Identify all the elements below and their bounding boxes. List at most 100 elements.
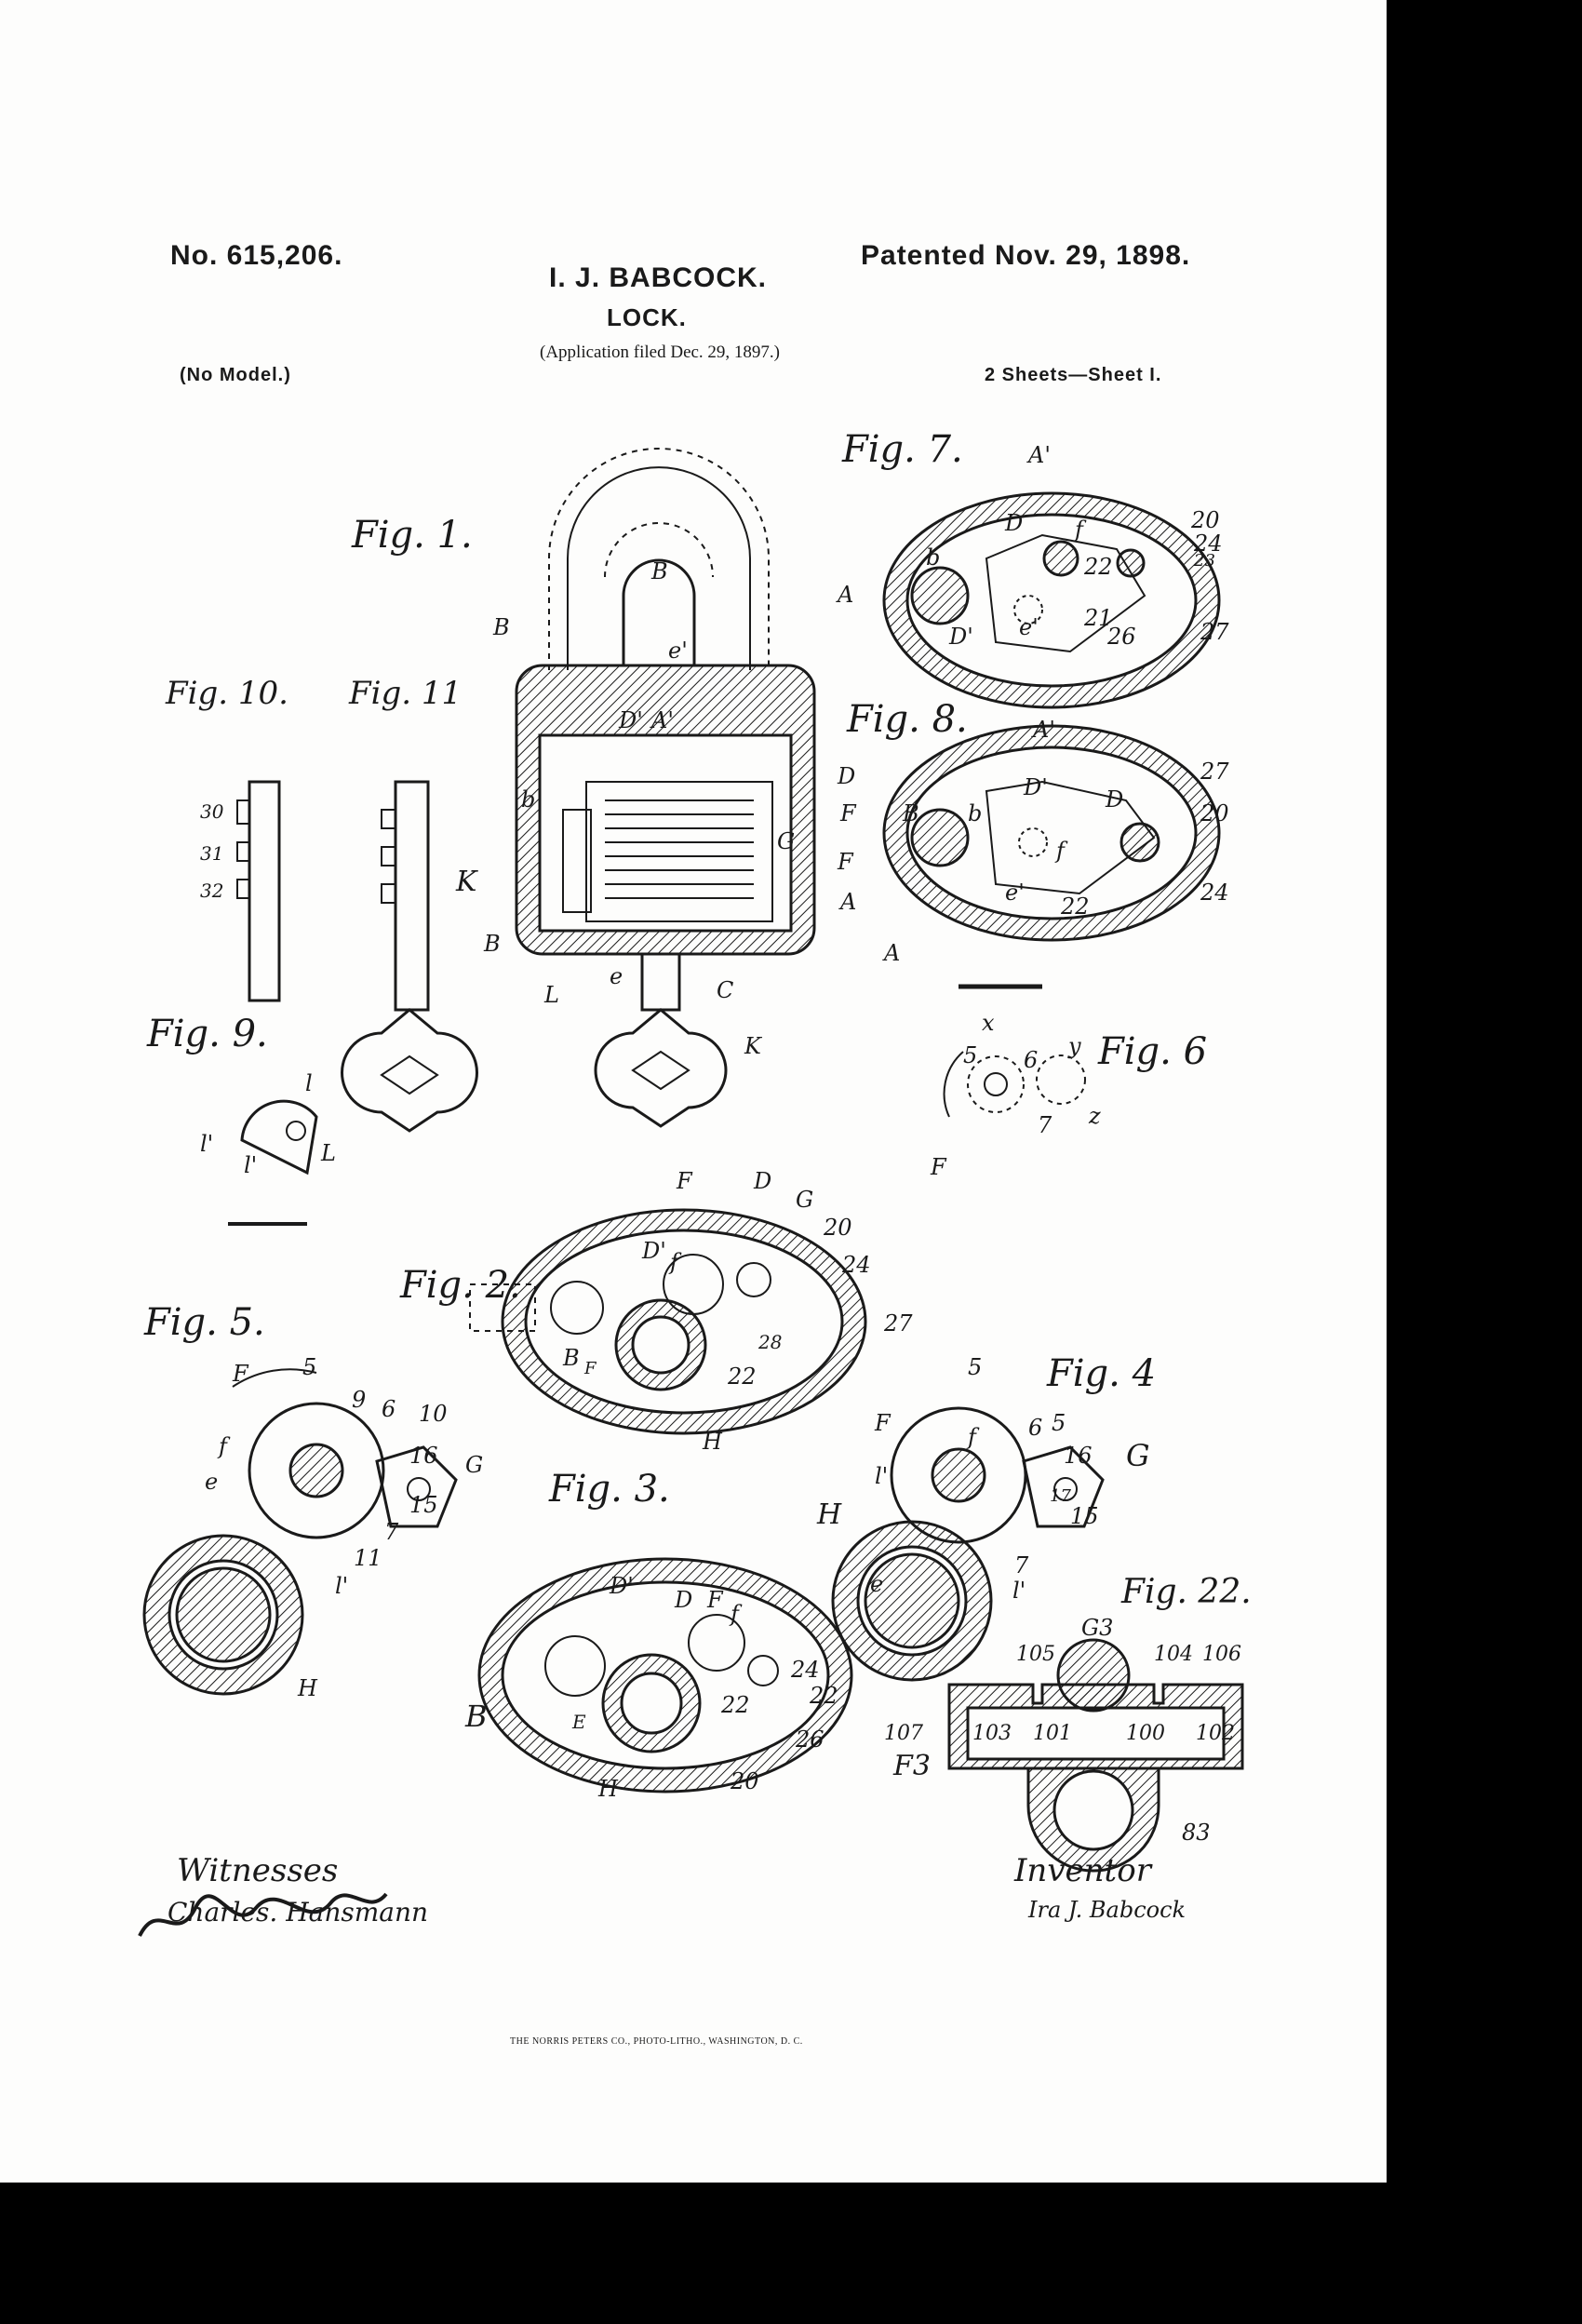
fig9-title: Fig. 9. (147, 1013, 268, 1055)
patented-date: Patented Nov. 29, 1898. (861, 240, 1191, 271)
fig10-title: Fig. 10. (166, 675, 288, 712)
ref-label: 7 (1038, 1112, 1052, 1138)
ref-label: A (884, 940, 901, 966)
ref-label: F (707, 1587, 723, 1613)
scan-border-right (1387, 0, 1582, 2324)
ref-label: G (1126, 1438, 1150, 1473)
ref-label: 24 (1194, 531, 1223, 557)
ref-label: F (677, 1168, 692, 1194)
ref-label: b (521, 786, 536, 813)
ref-label: D (1106, 786, 1124, 813)
ref-label: 7 (1014, 1552, 1029, 1578)
ref-label: L (321, 1140, 336, 1166)
inventor-name: I. J. BABCOCK. (549, 262, 768, 293)
ref-label: A' (1033, 717, 1055, 743)
ref-label: K (456, 866, 477, 898)
ref-label: A' (1028, 442, 1051, 468)
ref-label: 31 (200, 842, 224, 865)
ref-label: H (817, 1498, 842, 1531)
ref-label: 22 (721, 1692, 750, 1718)
ref-label: F (931, 1154, 946, 1180)
inventor-heading: Inventor (1014, 1852, 1151, 1889)
ref-label: B (651, 558, 668, 584)
ref-label: 22 (1061, 893, 1090, 920)
ref-label: G (465, 1452, 484, 1478)
ref-label: l' (244, 1152, 258, 1178)
fig8-section (882, 724, 1221, 989)
ref-label: H (598, 1776, 618, 1802)
ref-label: G (796, 1187, 814, 1213)
ref-label: A (840, 889, 857, 915)
ref-label: A (838, 582, 854, 608)
ref-label: C (717, 977, 734, 1003)
ref-label: 32 (200, 880, 224, 902)
ref-label: e (610, 963, 623, 989)
ref-label: 26 (1107, 624, 1136, 650)
fig11-key (341, 780, 478, 1133)
ref-label: 5 (302, 1354, 317, 1380)
witnesses-heading: Witnesses (177, 1852, 339, 1889)
ref-label: 15 (1070, 1503, 1099, 1529)
ref-label: 6 (1028, 1415, 1043, 1441)
ref-label: l' (1012, 1578, 1026, 1604)
ref-label: 28 (758, 1331, 783, 1353)
ref-label: D (675, 1587, 693, 1613)
ref-label: f (1075, 517, 1083, 543)
fig22-title: Fig. 22. (1121, 1573, 1252, 1611)
ref-label: e' (1019, 614, 1039, 640)
ref-label: 22 (728, 1364, 757, 1390)
fig7-section (882, 491, 1221, 709)
ref-label: F (875, 1410, 891, 1436)
fig9-detail (228, 1099, 318, 1226)
model-note: (No Model.) (180, 365, 291, 385)
ref-label: 17 (1050, 1486, 1071, 1506)
fig6-title: Fig. 6 (1098, 1030, 1208, 1073)
ref-label: 24 (791, 1657, 820, 1683)
ref-label: D (754, 1168, 772, 1194)
ref-label: 27 (1200, 619, 1229, 645)
ref-label: l' (200, 1131, 214, 1157)
ref-label: f (1056, 838, 1065, 864)
ref-label: F (233, 1361, 248, 1387)
ref-label: l' (335, 1573, 349, 1599)
ref-label: 24 (842, 1252, 871, 1278)
printer-imprint: THE NORRIS PETERS CO., PHOTO-LITHO., WAS… (510, 2036, 803, 2047)
ref-label: b (968, 800, 983, 826)
fig3-title: Fig. 3. (549, 1468, 670, 1511)
ref-label: F (584, 1359, 597, 1378)
witness-signature-scribble (138, 1892, 388, 1937)
patent-title: LOCK. (607, 303, 687, 331)
ref-label: F (840, 800, 856, 826)
ref-label: e (870, 1571, 884, 1597)
application-filed: (Application filed Dec. 29, 1897.) (540, 343, 781, 362)
ref-label: 30 (200, 800, 224, 823)
ref-label: D (838, 763, 856, 789)
ref-label: 106 (1202, 1643, 1241, 1666)
ref-label: f (731, 1601, 739, 1627)
ref-label: 5 (963, 1042, 978, 1068)
fig8-title: Fig. 8. (847, 698, 968, 741)
fig10-key-bit (236, 780, 281, 1002)
ref-label: e' (668, 638, 688, 664)
witness-name: Charles. Hansmann (168, 1897, 429, 1928)
ref-label: 20 (731, 1768, 759, 1794)
ref-label: 11 (354, 1545, 382, 1571)
fig3-section (477, 1557, 853, 1793)
fig7-title: Fig. 7. (842, 428, 963, 471)
ref-label: D' (610, 1573, 634, 1599)
ref-label: D' (642, 1238, 666, 1264)
inventor-signature: Ira J. Babcock (1028, 1897, 1186, 1923)
ref-label: B (493, 614, 510, 640)
ref-label: 6 (382, 1396, 396, 1422)
ref-label: 107 (884, 1722, 923, 1745)
ref-label: 10 (419, 1401, 448, 1427)
ref-label: e' (1005, 880, 1025, 906)
ref-label: y (1068, 1033, 1081, 1059)
ref-label: 23 (1194, 551, 1215, 571)
ref-label: 104 (1154, 1643, 1193, 1666)
ref-label: 15 (409, 1492, 438, 1518)
ref-label: 9 (352, 1387, 367, 1413)
sheet-count: 2 Sheets—Sheet I. (985, 365, 1162, 385)
ref-label: F (838, 849, 853, 875)
patent-drawings (138, 448, 1244, 1937)
